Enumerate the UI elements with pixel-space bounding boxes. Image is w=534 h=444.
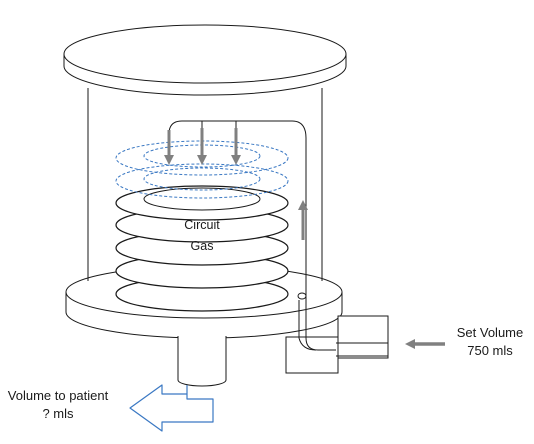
top-lid xyxy=(63,24,347,96)
outlet-pipe xyxy=(177,336,227,387)
volume-to-patient-value: ? mls xyxy=(42,406,74,421)
set-volume-value: 750 mls xyxy=(467,343,513,358)
side-connector xyxy=(285,315,389,374)
gas-label: Gas xyxy=(191,239,214,253)
circuit-label: Circuit xyxy=(184,218,220,232)
volume-to-patient-label: Volume to patient xyxy=(8,388,109,403)
cylinder-walls xyxy=(87,88,323,281)
bellows xyxy=(115,185,289,312)
drive-gas-down-arrows xyxy=(164,128,241,165)
set-volume-label: Set Volume xyxy=(457,325,524,340)
patient-outflow-arrow xyxy=(129,384,214,432)
